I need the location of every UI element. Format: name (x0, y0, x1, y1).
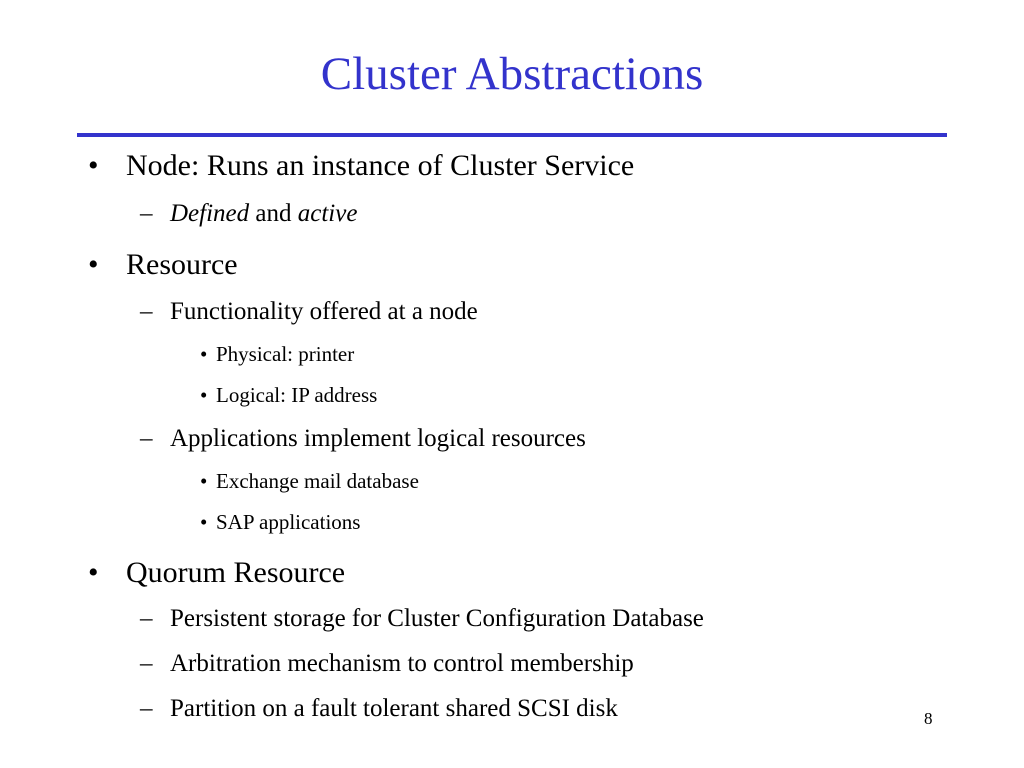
defined-text: Defined (170, 200, 250, 227)
title-underline (77, 133, 947, 137)
subitem-defined-active: – Defined and active (140, 199, 358, 229)
bullet-marker: • (200, 510, 208, 534)
subsubitem-text: Exchange mail database (216, 469, 419, 493)
slide-title: Cluster Abstractions (320, 48, 704, 100)
subsubitem-exchange: • Exchange mail database (200, 468, 419, 494)
active-text: active (297, 200, 358, 227)
and-text: and (249, 200, 298, 227)
bullet-text: Quorum Resource (126, 556, 346, 589)
dash-marker: – (140, 200, 153, 227)
subitem-text: Persistent storage for Cluster Configura… (170, 605, 704, 632)
dash-marker: – (140, 650, 153, 677)
bullet-text: Resource (126, 248, 238, 281)
bullet-marker: • (88, 556, 99, 589)
subitem-functionality: – Functionality offered at a node (140, 297, 478, 327)
subitem-partition: – Partition on a fault tolerant shared S… (140, 694, 618, 724)
subitem-text: Applications implement logical resources (170, 425, 586, 452)
subsubitem-physical: • Physical: printer (200, 341, 355, 367)
bullet-marker: • (200, 342, 208, 366)
subitem-text: Partition on a fault tolerant shared SCS… (170, 695, 618, 722)
bullet-text: Node: Runs an instance of Cluster Servic… (126, 149, 635, 182)
dash-marker: – (140, 425, 153, 452)
subitem-text: Functionality offered at a node (170, 298, 478, 325)
subsubitem-text: Physical: printer (216, 342, 355, 366)
subsubitem-text: Logical: IP address (216, 383, 378, 407)
bullet-marker: • (88, 248, 99, 281)
subsubitem-logical: • Logical: IP address (200, 382, 378, 408)
bullet-node: • Node: Runs an instance of Cluster Serv… (88, 148, 635, 184)
dash-marker: – (140, 695, 153, 722)
dash-marker: – (140, 605, 153, 632)
subitem-arbitration: – Arbitration mechanism to control membe… (140, 649, 634, 679)
subsubitem-sap: • SAP applications (200, 509, 361, 535)
subitem-text: Arbitration mechanism to control members… (170, 650, 634, 677)
bullet-marker: • (88, 149, 99, 182)
bullet-marker: • (200, 383, 208, 407)
dash-marker: – (140, 298, 153, 325)
subitem-persistent: – Persistent storage for Cluster Configu… (140, 604, 704, 634)
subitem-applications: – Applications implement logical resourc… (140, 424, 586, 454)
bullet-resource: • Resource (88, 247, 238, 283)
bullet-quorum: • Quorum Resource (88, 555, 346, 591)
subsubitem-text: SAP applications (216, 510, 361, 534)
page-number: 8 (924, 709, 933, 728)
bullet-marker: • (200, 469, 208, 493)
